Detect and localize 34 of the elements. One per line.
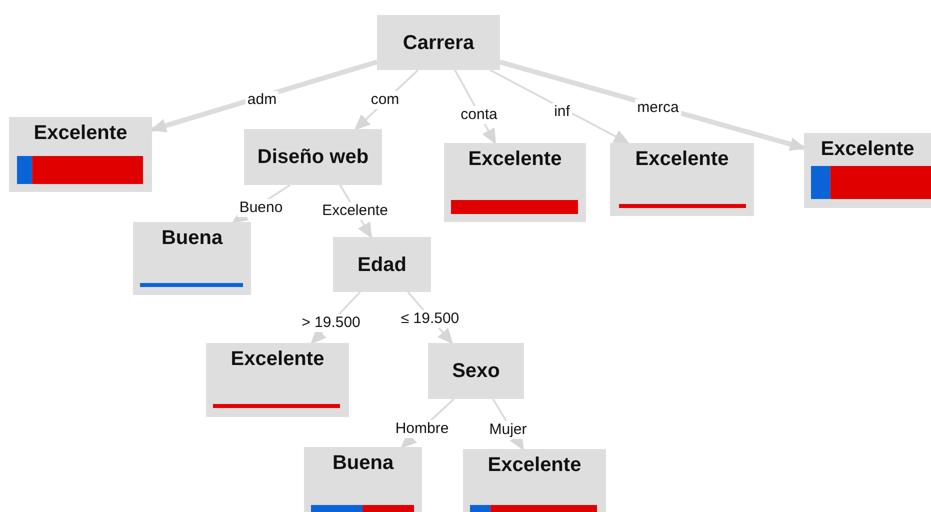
node-label: Excelente [34,121,128,145]
node-label: Excelente [635,147,729,171]
decision-node-box [428,343,524,399]
decision-node-box [333,237,431,292]
edge-label: Bueno [237,199,285,217]
node-label: Excelente [488,453,582,477]
edge-label: > 19.500 [300,314,362,332]
edge-label: Excelente [320,202,390,220]
leaf-node-box [444,143,586,222]
node-label: Buena [161,226,223,250]
decision-node-box [244,129,382,185]
decision-node-box [377,15,500,70]
node-label: Buena [332,451,394,475]
leaf-node-box [9,117,152,192]
edge-label: ≤ 19.500 [398,310,462,328]
node-label: Excelente [468,147,562,171]
node-label: Diseño web [257,145,369,169]
edge-label: merca [635,99,681,117]
arrow [150,60,378,132]
node-label: Edad [358,252,406,276]
node-label: Excelente [820,137,914,161]
leaf-node-box [133,222,251,295]
leaf-node-box [610,143,754,216]
arrow [490,69,630,144]
edge-label: conta [458,106,500,124]
edge-label: com [368,91,402,109]
node-label: Carrera [402,30,474,54]
leaf-node-box [463,449,606,512]
node-label: Sexo [452,359,500,383]
leaf-node-box [804,133,931,208]
leaf-node-box [304,447,422,512]
node-label: Excelente [230,347,324,371]
edge-label: Mujer [487,421,529,439]
leaf-node-box [206,343,349,417]
